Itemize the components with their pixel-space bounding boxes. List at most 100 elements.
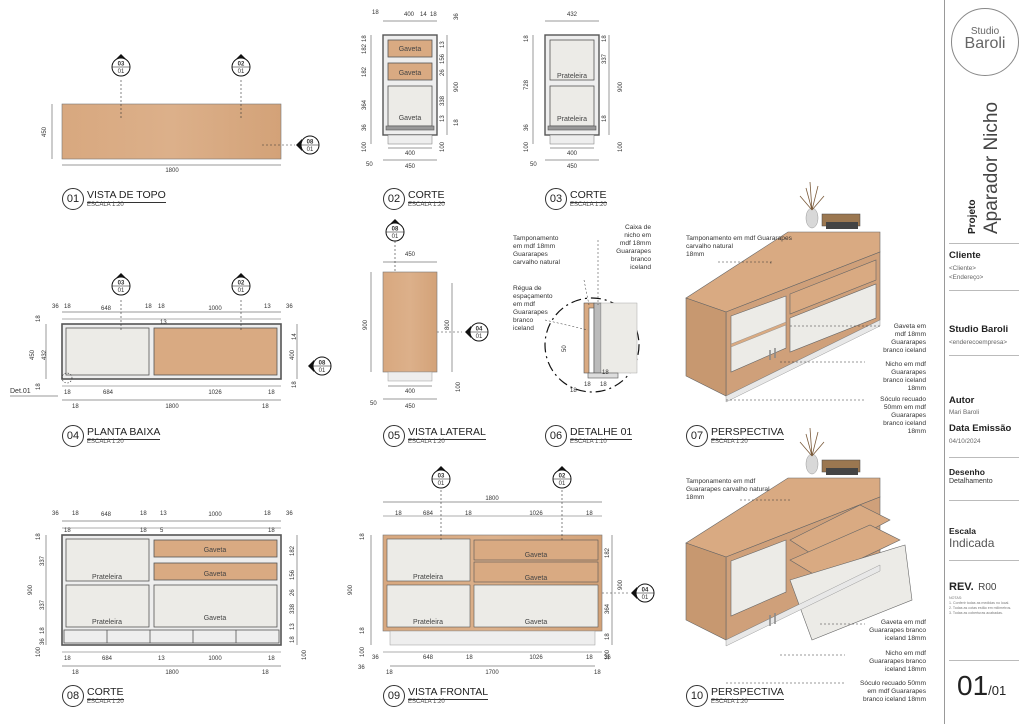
svg-text:5: 5 [160,528,164,534]
svg-text:18mm: 18mm [686,251,705,258]
drawing-value: Detalhamento [949,478,993,485]
svg-text:01: 01 [238,288,245,294]
client-address: <Endereço> [949,274,984,281]
svg-text:18: 18 [386,670,393,676]
shelf-label: Prateleira [92,619,122,626]
svg-text:900: 900 [348,584,354,595]
svg-text:em mdf Guararapes: em mdf Guararapes [867,688,926,695]
sheet-current: 01 [957,670,989,701]
drawer-label: Gaveta [525,575,548,582]
view-07-perspective [685,181,881,403]
view-scale: ESCALA 1:20 [711,439,748,445]
scale-value: Indicada [949,536,995,550]
svg-text:01: 01 [118,69,125,75]
svg-text:04: 04 [642,588,649,594]
svg-text:18: 18 [570,388,577,394]
svg-text:400: 400 [567,151,578,157]
svg-text:Guararapes branco: Guararapes branco [869,627,926,634]
svg-text:26: 26 [290,589,296,596]
svg-text:18: 18 [268,390,275,396]
svg-text:18: 18 [264,511,271,517]
note-10-tamponamento: Tamponamento em mdf Guararapes carvalho … [686,478,770,501]
issue-date-label: Data Emissão [949,423,1012,434]
svg-text:18: 18 [454,119,460,126]
drawer-label: Gaveta [399,70,422,77]
svg-text:18mm: 18mm [686,494,705,501]
revision-label: REV. [949,581,974,593]
svg-text:100: 100 [360,646,366,657]
svg-text:03: 03 [118,281,125,287]
svg-text:iceland: iceland [630,264,651,271]
note-item: 1. Conferir todas as medidas no local. [949,601,1010,605]
svg-text:02: 02 [559,474,566,480]
svg-text:Tamponamento em mdf Guararapes: Tamponamento em mdf Guararapes [686,235,793,242]
svg-text:18: 18 [268,528,275,534]
svg-text:36: 36 [40,638,46,645]
view-09-front: Prateleira Prateleira Gaveta Gaveta Gave… [348,490,630,676]
note-06-caixa-nicho: Caixa de nicho em mdf 18mm Guararapes br… [616,224,652,271]
drawer-label: Gaveta [525,552,548,559]
view-scale: ESCALA 1:20 [711,699,748,705]
svg-text:450: 450 [567,164,578,170]
svg-text:branco: branco [631,256,651,263]
note-10-gaveta: Gaveta em mdf Guararapes branco iceland … [869,619,926,642]
author-label: Autor [949,395,975,406]
svg-text:18: 18 [72,670,79,676]
svg-text:1026: 1026 [529,511,543,517]
svg-text:450: 450 [405,404,416,410]
client-label: Cliente [949,250,981,261]
view-name: VISTA DE TOPO [87,189,166,203]
svg-text:18: 18 [64,656,71,662]
svg-text:13: 13 [440,115,446,122]
svg-text:18: 18 [602,35,608,42]
view-number: 07 [686,425,708,447]
svg-text:450: 450 [405,164,416,170]
view-scale: ESCALA 1:20 [408,202,445,208]
shelf-label: Prateleira [557,73,587,80]
svg-text:Guararapes: Guararapes [513,251,549,258]
svg-text:338: 338 [440,95,446,106]
view-01-top: 1800 450 [42,80,295,174]
svg-text:18: 18 [586,655,593,661]
svg-text:18mm: 18mm [908,428,927,435]
svg-text:18: 18 [40,627,46,634]
drawing-label: Desenho [949,467,985,477]
svg-text:100: 100 [524,141,530,152]
view-scale: ESCALA 1:20 [570,202,607,208]
svg-text:Caixa de: Caixa de [625,224,651,231]
svg-text:18: 18 [140,511,147,517]
svg-text:36: 36 [52,304,59,310]
svg-text:branco iceland 18mm: branco iceland 18mm [863,696,927,703]
svg-text:08: 08 [307,140,314,146]
svg-text:50: 50 [366,162,373,168]
client-value: <Cliente> [949,265,976,272]
svg-text:Nicho em mdf: Nicho em mdf [885,361,926,368]
svg-text:18: 18 [140,528,147,534]
svg-text:branco: branco [513,317,533,324]
svg-text:36: 36 [454,13,460,20]
svg-text:182: 182 [362,66,368,77]
svg-text:900: 900 [618,81,624,92]
svg-text:900: 900 [28,584,34,595]
project-block: Projeto Aparador Nicho [945,84,1024,236]
svg-text:14: 14 [420,12,427,18]
svg-text:450: 450 [405,252,416,258]
svg-text:Guararapes: Guararapes [891,412,927,419]
notes: NOTAS: 1. Conferir todas as medidas no l… [949,596,1023,616]
svg-text:337: 337 [40,599,46,610]
svg-text:04: 04 [476,327,483,333]
svg-text:Tamponamento: Tamponamento [513,235,559,242]
svg-text:36: 36 [362,124,368,131]
svg-text:36: 36 [524,124,530,131]
